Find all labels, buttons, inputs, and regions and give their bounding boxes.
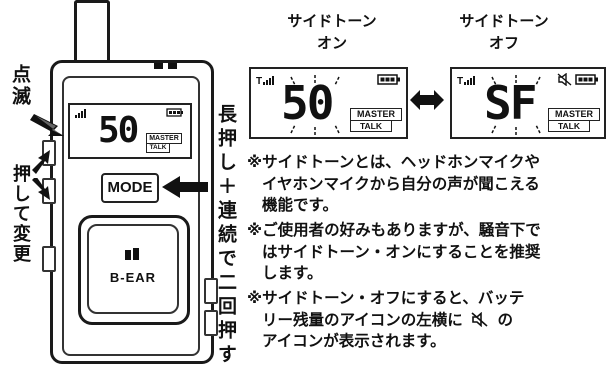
sidetone-on-title: サイドトーン: [287, 12, 377, 30]
press-change-label: 押して変更: [10, 164, 31, 264]
device-lcd: 50 MASTER TALK: [68, 103, 192, 159]
sidetone-off-value: SF: [484, 76, 537, 130]
talk-tag: TALK: [146, 143, 170, 153]
battery-icon: [166, 108, 183, 117]
mode-button[interactable]: MODE: [101, 173, 159, 203]
signal-icon: T: [457, 76, 475, 86]
long-press-label: 長押し＋連続で二回押す: [215, 104, 237, 368]
signal-icon: T: [256, 76, 274, 86]
bear-button[interactable]: B-EAR: [87, 224, 179, 314]
lcd-sidetone-on: T 50 MASTER TALK: [249, 67, 408, 139]
battery-icon: [377, 74, 400, 85]
side-key: [42, 246, 56, 272]
headset-icon: [125, 248, 139, 260]
top-slot: [154, 63, 163, 69]
note-line: アイコンが表示されます。: [262, 332, 446, 350]
sidetone-on-state: オン: [316, 34, 347, 52]
note-sidetone-off-icon: ※サイドトーン・オフにすると、バッテ リー残量のアイコンの左横に の アイコンが…: [247, 288, 524, 353]
speaker-off-icon: [557, 73, 572, 86]
note-line: 機能です。: [262, 196, 338, 214]
down-arrow-icon: [32, 178, 50, 200]
up-arrow-icon: [32, 150, 50, 174]
note-text: リー残量のアイコンの左横に: [262, 310, 463, 329]
toggle-arrow-icon: [410, 90, 444, 110]
side-key: [204, 310, 218, 336]
note-line: ※サイドトーンとは、ヘッドホンマイクや: [247, 153, 540, 171]
device-inner-frame: [62, 76, 200, 356]
side-key: [204, 278, 218, 304]
antenna: [74, 0, 110, 67]
speaker-off-icon: [471, 311, 488, 327]
sidetone-on-value: 50: [281, 76, 334, 130]
note-text: の: [497, 310, 514, 329]
brand-label: B-EAR: [109, 270, 157, 285]
talk-tag: TALK: [350, 120, 392, 132]
bear-button-frame: [78, 215, 190, 325]
note-line: ※ご使用者の好みもありますが、騒音下で: [247, 221, 541, 239]
note-recommendation: ※ご使用者の好みもありますが、騒音下で はサイドトーン・オンにすることを推奨 し…: [247, 220, 541, 285]
signal-icon: [75, 109, 86, 118]
talk-tag: TALK: [548, 120, 590, 132]
battery-icon: [575, 74, 598, 85]
note-line: します。: [262, 264, 323, 282]
lcd-sidetone-off: T SF MASTER TALK: [450, 67, 606, 139]
sidetone-off-title: サイドトーン: [459, 12, 549, 30]
note-line: ※サイドトーン・オフにすると、バッテ: [247, 289, 525, 307]
svg-text:T: T: [457, 76, 463, 86]
note-line: リー残量のアイコンの左横に の: [247, 310, 524, 332]
svg-text:T: T: [256, 76, 262, 86]
sidetone-on-caption: サイドトーン オン: [270, 10, 394, 54]
device-display-value: 50: [98, 110, 139, 151]
top-slot: [168, 63, 177, 69]
sidetone-off-state: オフ: [488, 34, 519, 52]
blink-arrow-icon: [30, 114, 64, 136]
blink-rays-icon: [290, 75, 340, 135]
note-sidetone-definition: ※サイドトーンとは、ヘッドホンマイクや イヤホンマイクから自分の声が聞こえる 機…: [247, 152, 540, 217]
blink-rays-icon: [491, 75, 541, 135]
mode-arrow-icon: [162, 176, 208, 198]
sidetone-off-caption: サイドトーン オフ: [442, 10, 566, 54]
blink-label: 点滅: [9, 64, 31, 108]
note-line: イヤホンマイクから自分の声が聞こえる: [262, 174, 540, 193]
note-line: はサイドトーン・オンにすることを推奨: [262, 242, 541, 261]
